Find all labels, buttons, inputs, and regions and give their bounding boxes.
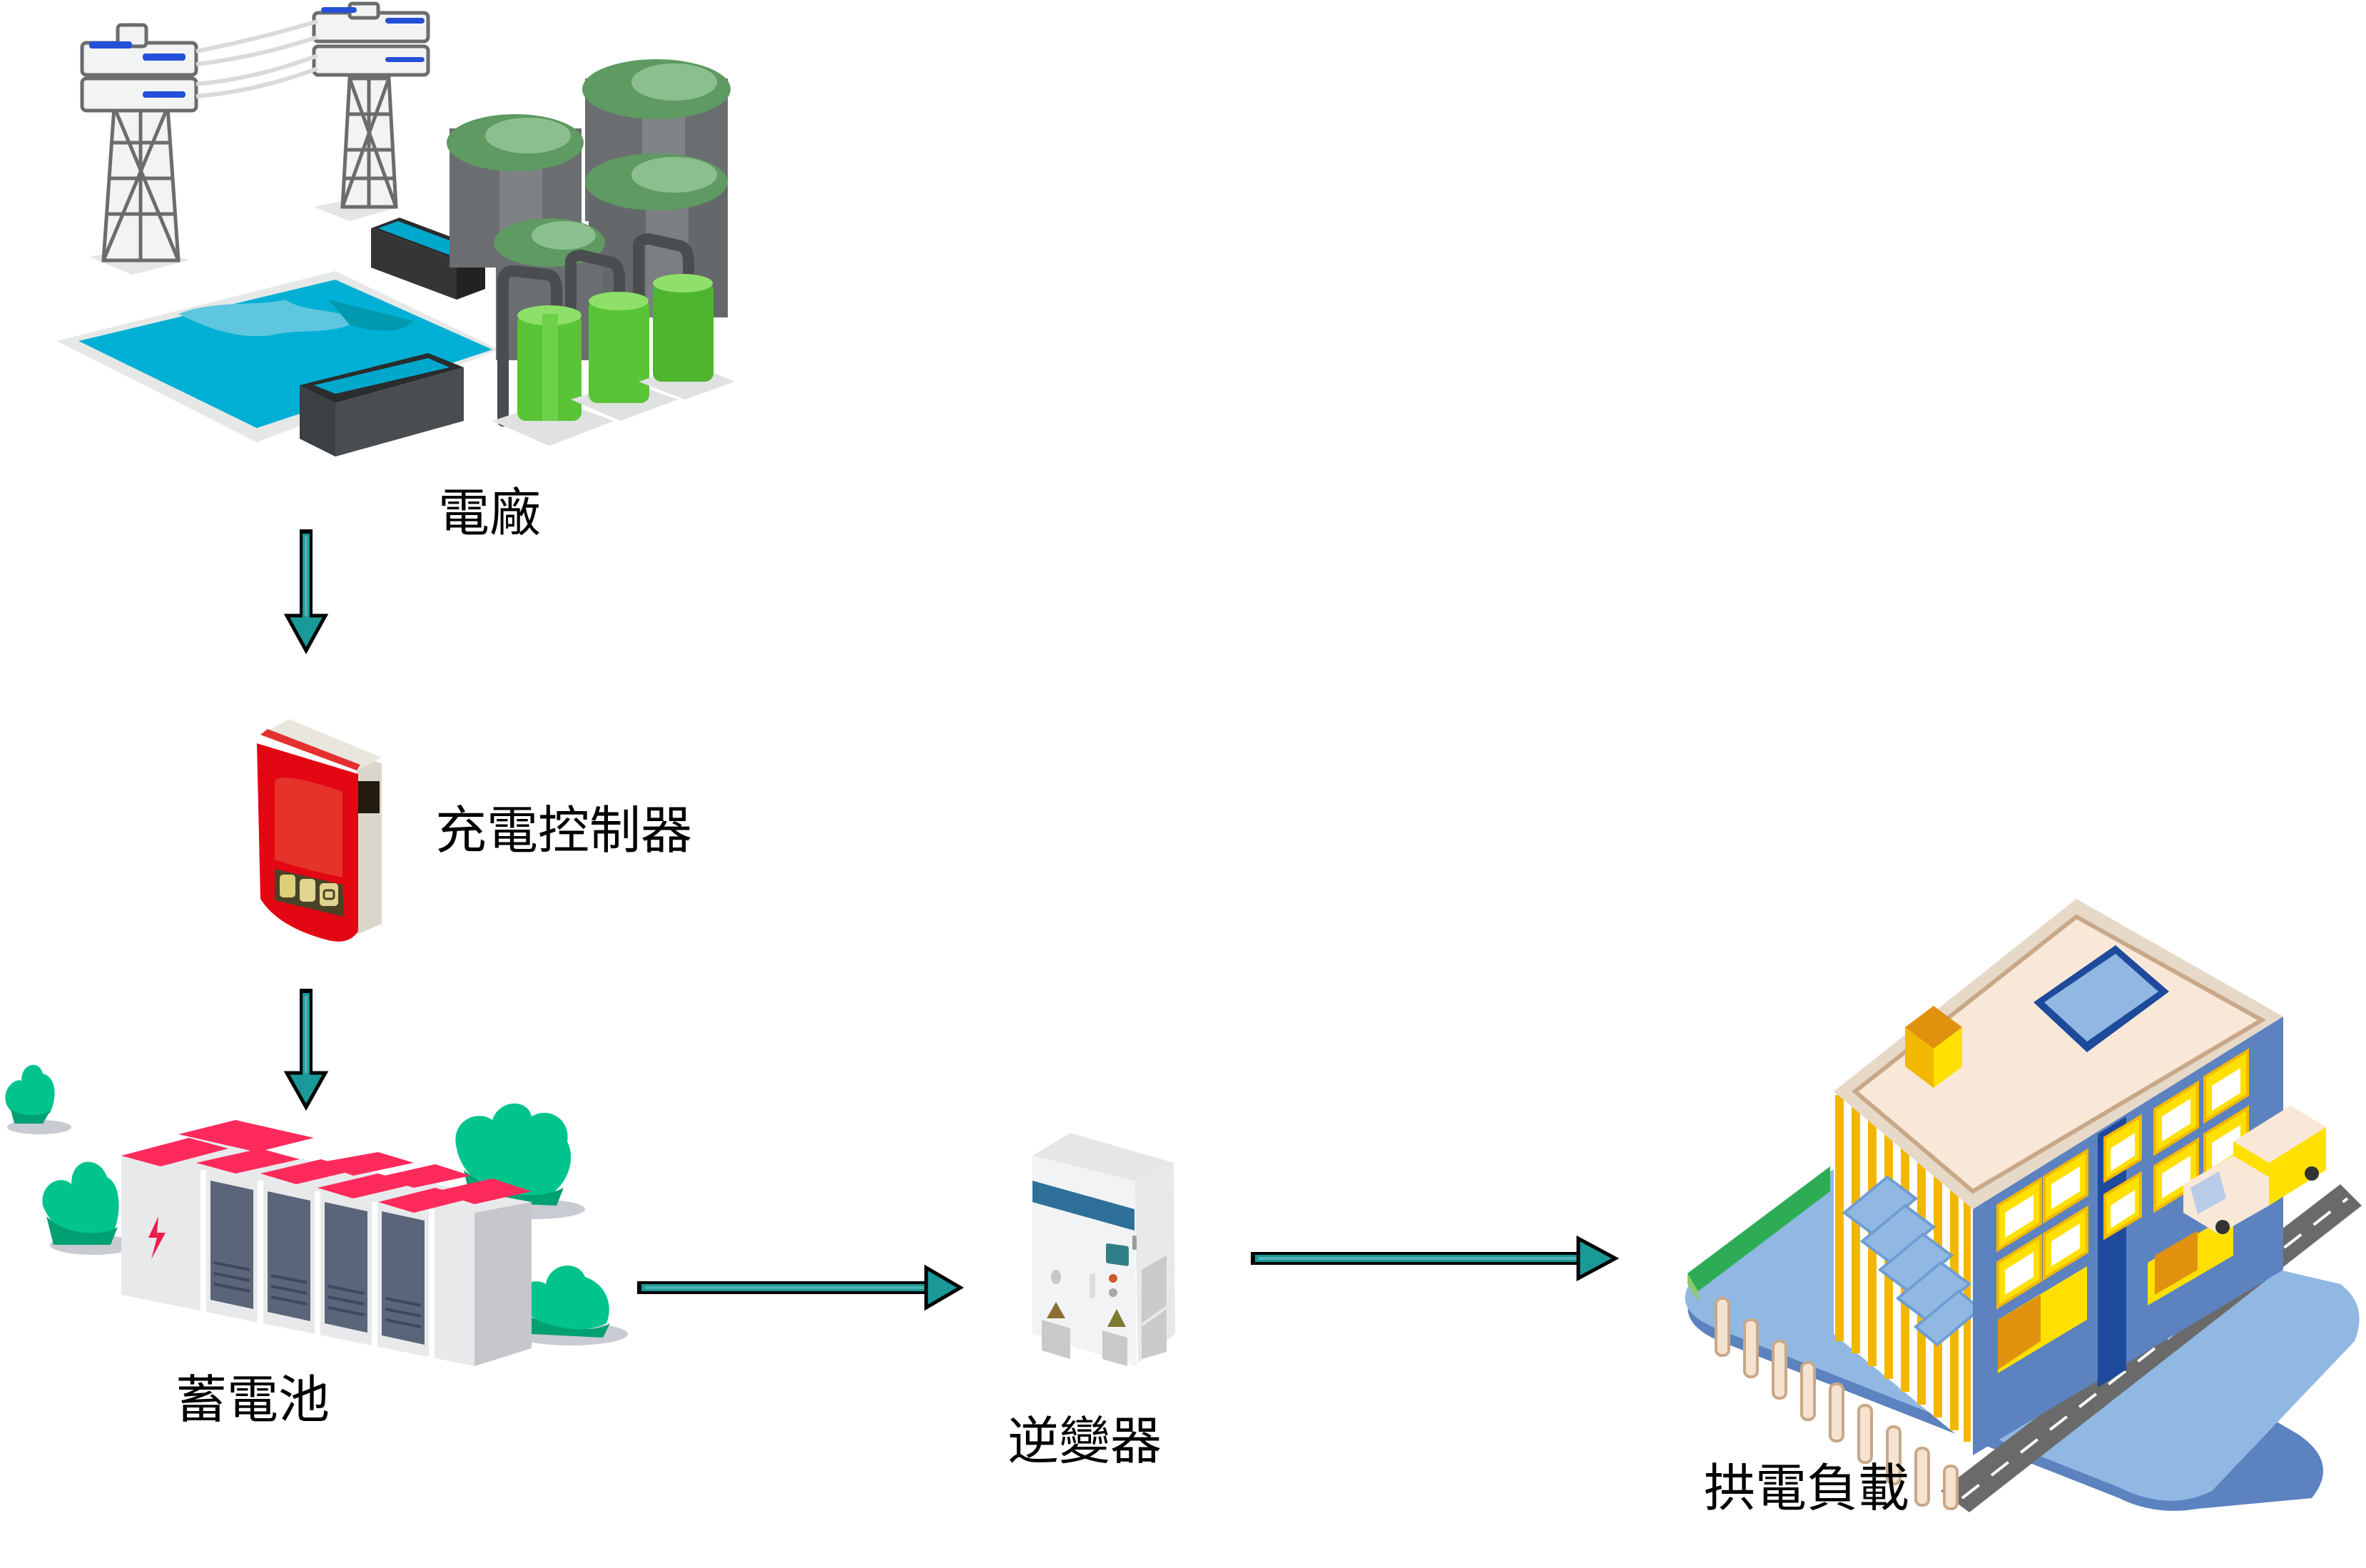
load-label: 拱電負載 — [1704, 1458, 1910, 1518]
green-cylinders — [492, 274, 735, 446]
warning-icon — [1107, 1309, 1126, 1327]
water-pool — [57, 271, 499, 442]
power-plant-label: 電廠 — [438, 483, 542, 543]
battery-bank-icon — [5, 1064, 628, 1366]
power-plant-icon — [57, 1, 735, 457]
battery-cabinets — [121, 1120, 532, 1366]
arrow-inverter-to-load — [1251, 1235, 1620, 1282]
bush — [5, 1064, 71, 1134]
charge-controller-label: 充電控制器 — [435, 800, 693, 860]
building-icon — [1685, 899, 2362, 1512]
inverter-label: 逆變器 — [1007, 1411, 1162, 1471]
truck-icon — [2183, 1106, 2326, 1234]
arrow-plant-to-controller — [283, 529, 329, 655]
power-lines — [196, 19, 319, 98]
bush — [514, 1265, 628, 1345]
lightning-icon — [148, 1216, 166, 1259]
control-box-front — [300, 353, 464, 457]
building-roof — [1834, 899, 2283, 1209]
arrow-battery-to-inverter — [637, 1264, 964, 1311]
transmission-tower-right — [312, 1, 430, 209]
stairs — [1842, 1175, 1983, 1347]
inverter-icon — [1032, 1133, 1175, 1366]
charge-controller-icon — [257, 719, 382, 942]
battery-label: 蓄電池 — [176, 1370, 330, 1430]
arrow-controller-to-battery — [283, 989, 329, 1111]
bush — [42, 1161, 136, 1255]
warning-icon — [1047, 1302, 1065, 1318]
fence — [1715, 1297, 1959, 1510]
pipes — [497, 233, 694, 427]
building-right-face — [1973, 1017, 2283, 1455]
